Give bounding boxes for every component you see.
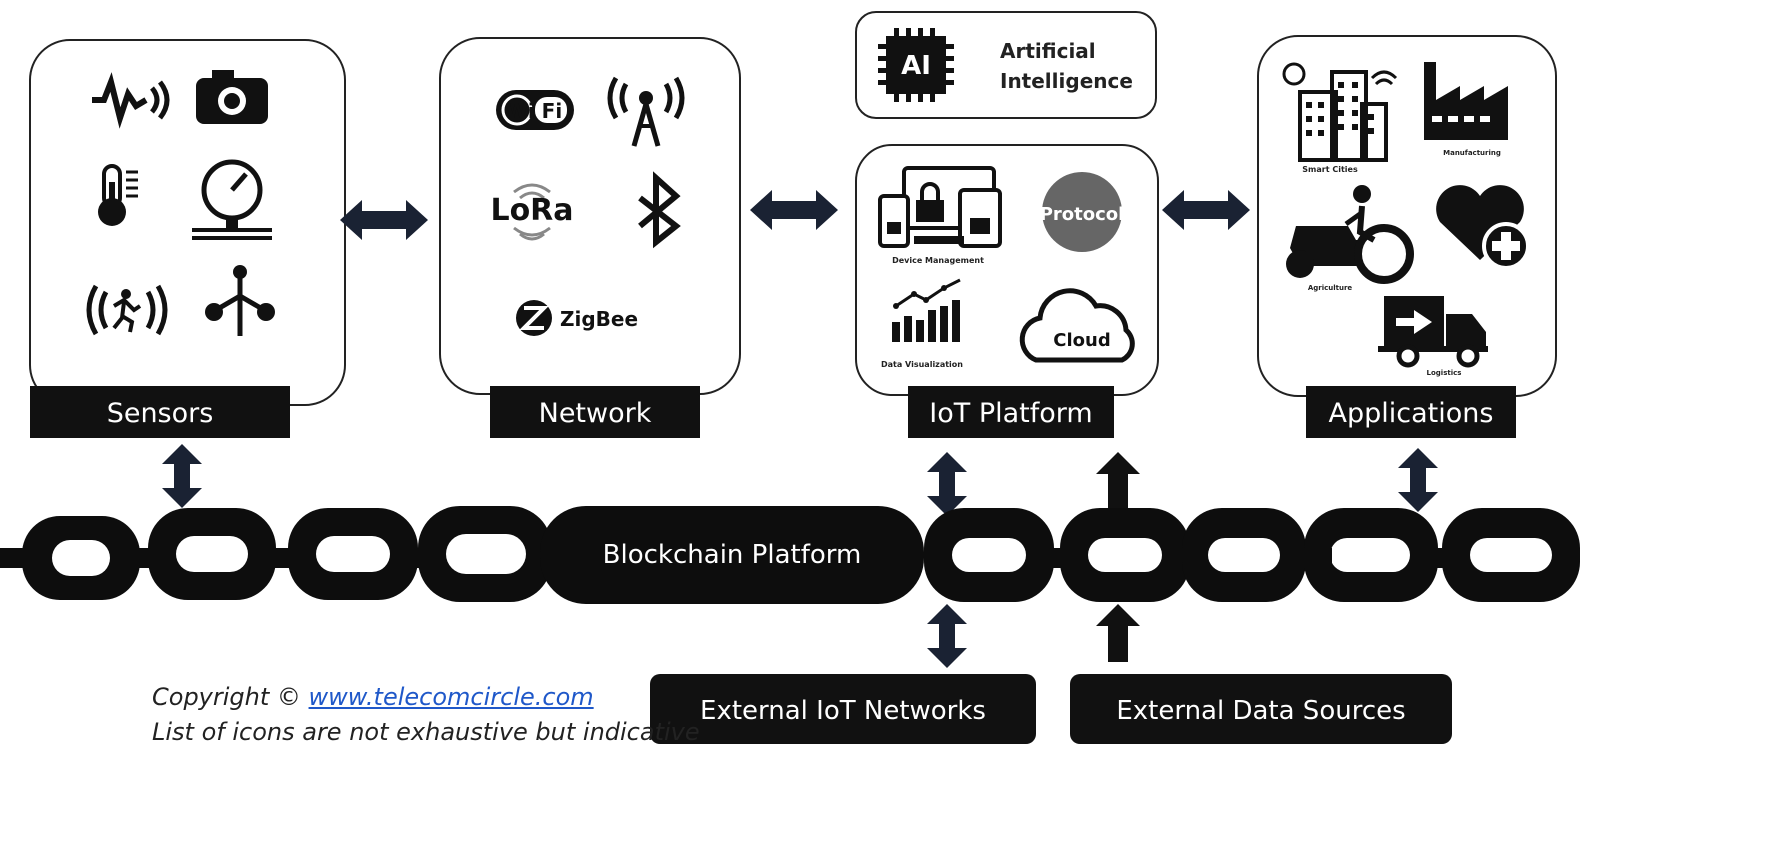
icons-note: List of icons are not exhaustive but ind…	[152, 718, 700, 746]
logistics-icon: Logistics	[1378, 296, 1488, 377]
manufacturing-label: Manufacturing	[1443, 149, 1501, 157]
ai-line1: Artificial	[1000, 39, 1096, 63]
blockchain-chain	[0, 506, 1580, 604]
network-panel: Wi Fi LoRa ZigBee	[439, 37, 741, 438]
wifi-text: Wi Fi	[506, 99, 562, 123]
pressure-gauge-icon	[192, 159, 272, 240]
device-management-icon: Device Management	[878, 166, 1002, 265]
agriculture-label: Agriculture	[1308, 284, 1353, 292]
thermometer-icon	[98, 164, 138, 226]
protocol-label: Protocol	[1040, 204, 1125, 225]
platform-blockchain-arrow	[927, 452, 967, 516]
ai-chip-text: AI	[901, 51, 931, 81]
healthcare-icon	[1436, 185, 1530, 270]
sensors-label: Sensors	[107, 398, 214, 429]
blockchain-label: Blockchain Platform	[603, 540, 862, 570]
platform-applications-arrow	[1162, 190, 1250, 230]
data-visualization-label: Data Visualization	[881, 360, 963, 369]
sensors-label-bar	[30, 386, 290, 438]
protocol-icon: Protocol	[1040, 172, 1125, 252]
external-data-sources-box: External Data Sources	[1070, 674, 1452, 744]
external-iot-blockchain-arrow	[927, 604, 967, 668]
sensors-blockchain-arrow	[162, 444, 202, 508]
smart-cities-label: Smart Cities	[1302, 165, 1358, 174]
network-platform-arrow	[750, 190, 838, 230]
zigbee-icon: ZigBee	[516, 300, 638, 336]
platform-label-bar	[908, 386, 1114, 438]
anemometer-icon	[205, 265, 275, 336]
ai-line2: Intelligence	[1000, 69, 1133, 93]
iot-platform-panel: Device Management Protocol Data Visualiz…	[855, 144, 1159, 438]
data-visualization-icon: Data Visualization	[881, 278, 963, 369]
platform-label: IoT Platform	[929, 398, 1092, 429]
applications-blockchain-arrow	[1398, 448, 1438, 512]
applications-label: Applications	[1329, 398, 1494, 429]
device-management-label: Device Management	[892, 256, 984, 265]
manufacturing-icon: Manufacturing	[1424, 62, 1508, 157]
agriculture-icon: Agriculture	[1286, 185, 1414, 292]
external-iot-networks-box: External IoT Networks	[650, 674, 1036, 744]
applications-label-bar	[1306, 386, 1516, 438]
wifi-icon: Wi Fi	[496, 90, 574, 130]
bluetooth-icon	[638, 171, 681, 249]
lora-text: LoRa	[490, 193, 573, 228]
external-data-to-blockchain-arrow	[1096, 604, 1140, 662]
cell-tower-icon	[607, 76, 685, 147]
camera-icon	[196, 70, 268, 124]
network-label-bar	[490, 386, 700, 438]
applications-panel: Smart Cities Manufacturing Agriculture	[1257, 35, 1557, 438]
telecomcircle-link[interactable]: www.telecomcircle.com	[308, 683, 594, 711]
ai-panel: AI Artificial Intelligence	[855, 11, 1157, 119]
zigbee-text: ZigBee	[560, 307, 638, 331]
sensors-network-arrow	[340, 200, 428, 240]
cloud-icon: Cloud	[1019, 288, 1135, 363]
vibration-sensor-icon	[92, 72, 170, 129]
smart-cities-icon: Smart Cities	[1282, 62, 1398, 174]
network-label: Network	[539, 398, 652, 429]
logistics-label: Logistics	[1427, 369, 1462, 377]
cloud-label: Cloud	[1053, 330, 1110, 351]
lora-icon: LoRa	[490, 183, 574, 241]
sensors-panel: Sensors	[29, 39, 346, 438]
copyright-line: Copyright © www.telecomcircle.com	[152, 683, 594, 711]
external-data-sources-label: External Data Sources	[1116, 696, 1405, 726]
motion-sensor-icon	[86, 284, 168, 336]
blockchain-to-platform-arrow	[1096, 452, 1140, 510]
copyright-prefix: Copyright ©	[152, 683, 301, 711]
external-iot-networks-label: External IoT Networks	[700, 696, 986, 726]
ai-chip-icon: AI	[878, 28, 954, 102]
